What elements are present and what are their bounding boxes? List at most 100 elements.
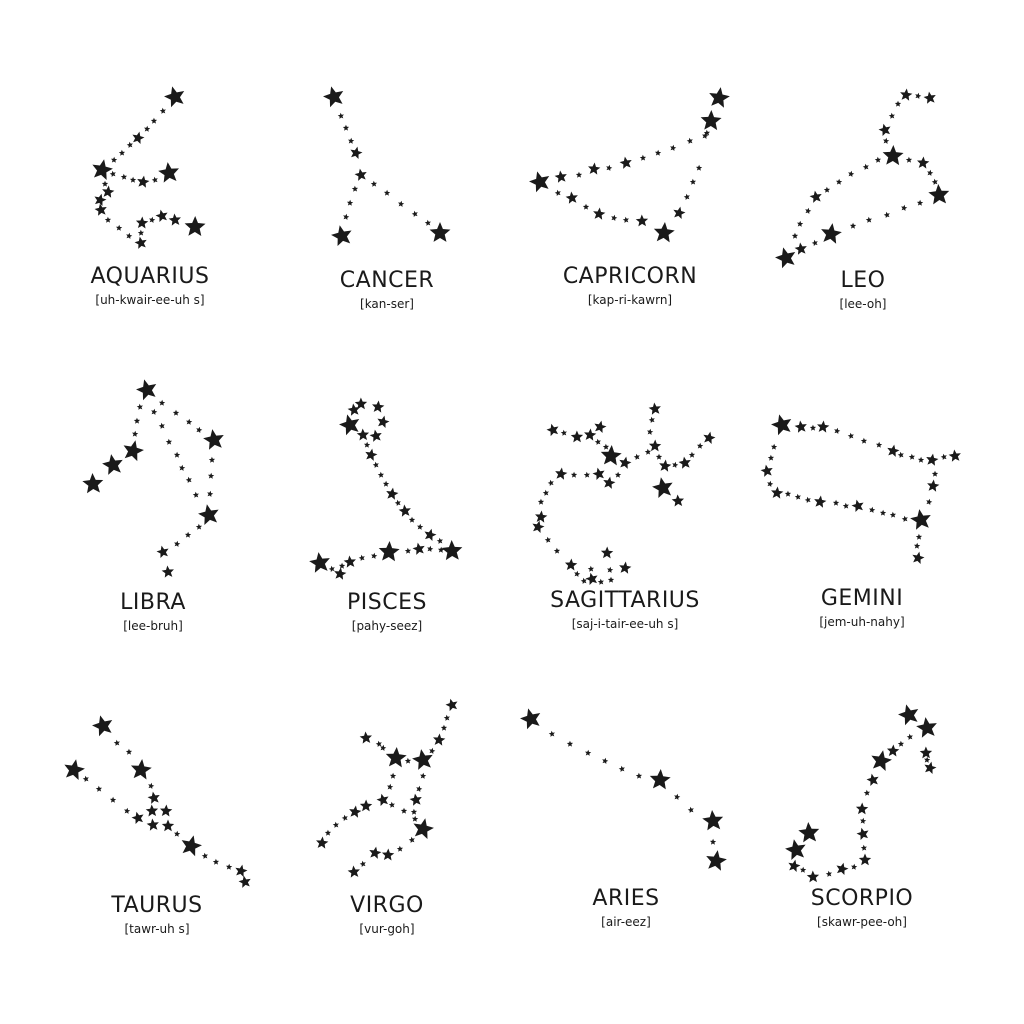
star-icon bbox=[404, 757, 412, 764]
star-icon bbox=[343, 213, 350, 220]
star-icon bbox=[196, 426, 203, 434]
star-icon bbox=[101, 180, 109, 187]
star-icon bbox=[927, 479, 940, 492]
star-icon bbox=[125, 748, 133, 755]
star-icon bbox=[702, 132, 709, 139]
star-icon bbox=[411, 815, 419, 822]
libra-label: LIBRA [lee-bruh] bbox=[120, 590, 186, 634]
star-icon bbox=[871, 750, 892, 771]
star-icon bbox=[136, 403, 143, 410]
star-icon bbox=[145, 804, 159, 817]
star-icon bbox=[334, 567, 347, 580]
scorpio-constellation bbox=[785, 704, 937, 883]
cancer-label: CANCER [kan-ser] bbox=[340, 268, 434, 312]
star-icon bbox=[338, 562, 346, 569]
star-icon bbox=[703, 431, 716, 444]
star-icon bbox=[172, 409, 180, 416]
star-icon bbox=[889, 511, 897, 518]
star-icon bbox=[633, 453, 640, 461]
star-icon bbox=[201, 852, 208, 859]
star-icon bbox=[137, 175, 150, 188]
star-icon bbox=[437, 546, 445, 553]
leo-constellation bbox=[775, 88, 950, 269]
star-icon bbox=[794, 242, 807, 255]
star-icon bbox=[883, 137, 890, 144]
star-icon bbox=[388, 801, 395, 808]
star-icon bbox=[174, 540, 181, 547]
star-icon bbox=[602, 757, 609, 765]
star-icon bbox=[695, 164, 703, 171]
star-icon bbox=[420, 772, 427, 779]
aquarius-name: AQUARIUS bbox=[90, 264, 210, 289]
star-icon bbox=[901, 204, 908, 211]
aries-constellation bbox=[520, 708, 727, 871]
star-icon bbox=[926, 498, 933, 506]
star-icon bbox=[411, 210, 418, 218]
star-icon bbox=[926, 453, 939, 466]
star-icon bbox=[342, 124, 350, 131]
star-icon bbox=[575, 171, 583, 178]
star-icon bbox=[398, 200, 405, 207]
star-icon bbox=[102, 454, 123, 475]
star-icon bbox=[860, 817, 867, 824]
star-icon bbox=[611, 214, 618, 222]
star-icon bbox=[82, 775, 89, 783]
star-icon bbox=[113, 739, 120, 746]
star-icon bbox=[192, 491, 199, 498]
star-icon bbox=[622, 216, 629, 223]
star-icon bbox=[806, 870, 820, 883]
star-icon bbox=[316, 836, 329, 849]
star-icon bbox=[851, 499, 864, 512]
star-icon bbox=[546, 423, 559, 437]
star-icon bbox=[653, 222, 675, 243]
star-icon bbox=[143, 125, 151, 132]
star-icon bbox=[804, 496, 811, 504]
star-icon bbox=[424, 528, 437, 542]
gemini-constellation bbox=[760, 414, 961, 564]
star-icon bbox=[429, 747, 436, 755]
star-icon bbox=[309, 552, 330, 573]
star-icon bbox=[565, 191, 578, 204]
star-icon bbox=[165, 438, 173, 445]
star-icon bbox=[767, 480, 774, 488]
star-icon bbox=[158, 399, 166, 406]
star-icon bbox=[383, 189, 391, 196]
star-icon bbox=[409, 793, 422, 806]
star-icon bbox=[583, 471, 591, 478]
virgo-label: VIRGO [vur-goh] bbox=[350, 893, 424, 937]
star-icon bbox=[619, 561, 632, 574]
star-icon bbox=[110, 156, 118, 163]
star-icon bbox=[784, 490, 792, 497]
star-icon bbox=[94, 203, 107, 216]
aries-name: ARIES bbox=[592, 886, 660, 911]
star-icon bbox=[564, 558, 578, 571]
star-icon bbox=[916, 717, 937, 738]
star-icon bbox=[400, 807, 408, 814]
star-icon bbox=[919, 746, 933, 759]
star-icon bbox=[363, 441, 371, 448]
star-icon bbox=[886, 744, 900, 757]
libra-name: LIBRA bbox=[120, 590, 186, 615]
star-icon bbox=[158, 162, 179, 183]
star-icon bbox=[923, 756, 931, 763]
star-icon bbox=[341, 814, 348, 822]
star-icon bbox=[404, 547, 412, 554]
star-icon bbox=[686, 137, 693, 145]
star-icon bbox=[948, 449, 961, 462]
star-icon bbox=[767, 454, 775, 461]
star-icon bbox=[915, 533, 923, 540]
star-icon bbox=[607, 566, 614, 573]
star-icon bbox=[424, 219, 431, 226]
aquarius-constellation bbox=[92, 86, 206, 249]
star-icon bbox=[529, 171, 550, 193]
star-icon bbox=[131, 430, 139, 437]
star-icon bbox=[855, 802, 869, 815]
star-icon bbox=[862, 163, 869, 171]
star-icon bbox=[600, 546, 614, 559]
star-icon bbox=[92, 159, 113, 180]
star-icon bbox=[359, 860, 366, 868]
star-icon bbox=[235, 864, 248, 877]
star-icon bbox=[555, 467, 568, 480]
star-icon bbox=[337, 112, 344, 119]
star-icon bbox=[823, 186, 831, 193]
